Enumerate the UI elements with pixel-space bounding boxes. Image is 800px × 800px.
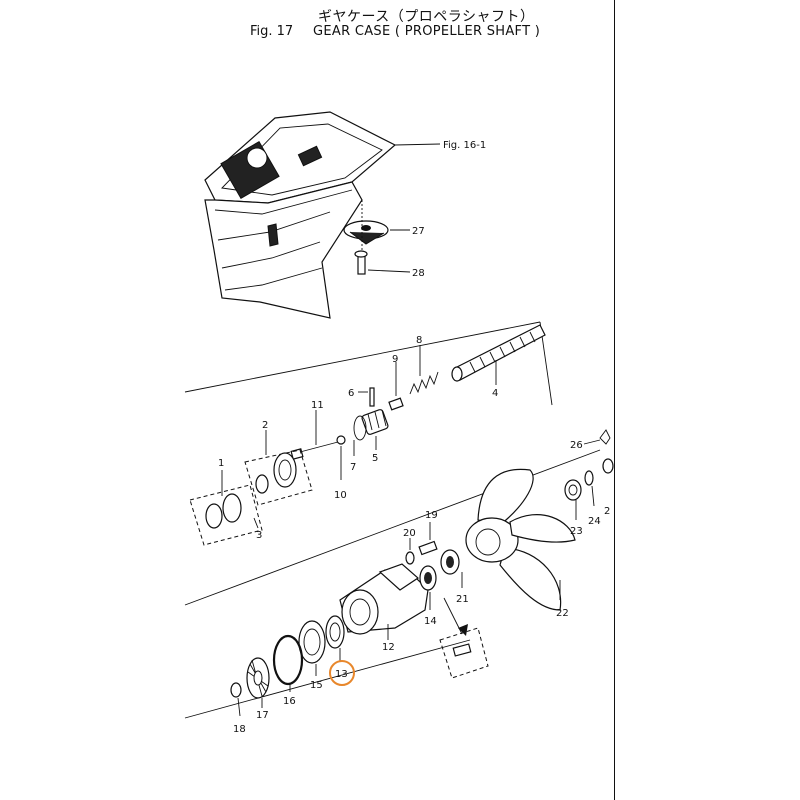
bearing-part-15: 15 [298,620,326,691]
figure-title: GEAR CASE ( PROPELLER SHAFT ) [313,24,541,39]
seal-part-14: 14 [419,565,437,627]
svg-text:12: 12 [382,642,395,653]
washer-part-18: 18 [230,682,246,735]
svg-text:2: 2 [262,420,268,431]
nut-part-23: 23 [564,479,583,537]
svg-text:4: 4 [492,388,498,399]
key-detail-box [439,597,489,679]
svg-text:26: 26 [570,440,583,451]
plunger-part-11: 11 [290,400,339,460]
svg-text:8: 8 [416,335,422,346]
svg-text:23: 23 [570,526,583,537]
svg-text:1: 1 [218,458,224,469]
svg-text:7: 7 [350,462,356,473]
svg-text:19: 19 [425,510,438,521]
svg-text:10: 10 [334,490,347,501]
bearing-housing-part-12: 12 [339,563,429,653]
washer-part-24: 24 [584,470,601,527]
fig-reference-label: Fig. 16-1 [443,140,486,151]
o-ring-part-16: 16 [272,634,304,707]
svg-text:24: 24 [588,516,601,527]
spring-part-8: 8 [409,335,439,395]
svg-text:14: 14 [424,616,437,627]
svg-text:11: 11 [311,400,324,411]
gear-case-housing: Fig. 16-1 [204,111,486,319]
svg-text:5: 5 [372,453,378,464]
svg-text:28: 28 [412,268,425,279]
ring-part-7: 7 [350,415,367,473]
svg-text:16: 16 [283,696,296,707]
svg-text:17: 17 [256,710,269,721]
pin-part-9: 9 [388,354,404,411]
ball-part-10: 10 [334,435,347,501]
figure-number: Fig. 17 [250,24,294,39]
bearing-part-1: 1 3 [189,458,263,546]
propeller-shaft-part-4: 4 [451,324,546,399]
svg-text:21: 21 [456,594,469,605]
svg-text:18: 18 [233,724,246,735]
cotter-pin-part-26: 26 2 [570,429,614,517]
svg-text:6: 6 [348,388,354,399]
pin-part-6: 6 [348,387,375,407]
anode-part-27: 27 [343,220,425,245]
highlight-circle [329,660,355,686]
bolt-part-28: 28 [354,250,425,279]
washer-part-21: 21 [440,549,469,605]
svg-text:3: 3 [256,530,262,541]
title-japanese: ギヤケース（プロペラシャフト） [318,9,535,25]
thrust-ring-part-17: 17 [246,657,270,721]
bearing-part-13: 13 [325,615,355,686]
gear-part-2: 2 [244,420,313,506]
bolt-part-19: 19 [418,510,438,556]
clutch-part-5: 5 [361,409,389,464]
svg-text:20: 20 [403,528,416,539]
highlighted-part-label: 13 [335,669,348,680]
svg-text:27: 27 [412,226,425,237]
diagram-frame [145,0,615,800]
propeller-part-22: 22 [465,468,576,619]
partial-part-label: 2 [604,506,610,517]
svg-text:15: 15 [310,680,323,691]
washer-part-20: 20 [403,528,416,565]
svg-text:9: 9 [392,354,398,365]
svg-text:22: 22 [556,608,569,619]
